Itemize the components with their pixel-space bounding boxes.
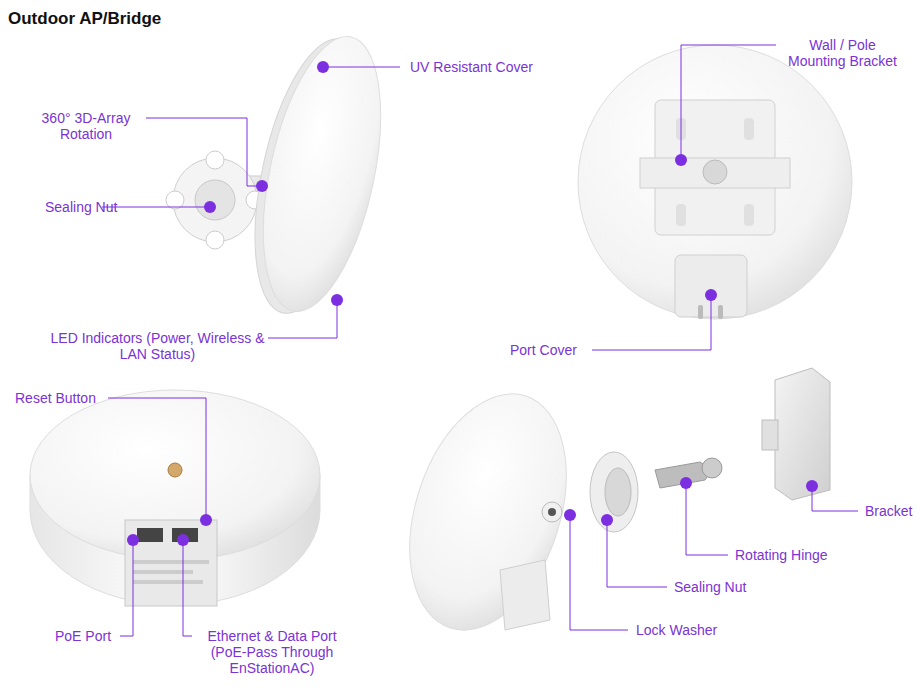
part-label: UV Resistant Cover: [410, 59, 533, 75]
part-label: PoE Port: [55, 628, 111, 644]
mount-exploded-view: [382, 368, 830, 650]
part-label: Rotating Hinge: [735, 547, 828, 563]
part-label: 360° 3D-Array Rotation: [30, 110, 142, 142]
part-label: Wall / Pole Mounting Bracket: [780, 37, 905, 69]
ap-back-view: [578, 45, 852, 319]
part-label: Sealing Nut: [674, 579, 746, 595]
part-label: Port Cover: [510, 342, 577, 358]
ap-side-view: [166, 26, 402, 323]
part-label: Lock Washer: [636, 622, 717, 638]
part-label: Bracket: [865, 503, 912, 519]
part-label: Ethernet & Data Port (PoE-Pass Through E…: [197, 628, 347, 676]
page-title: Outdoor AP/Bridge: [8, 9, 161, 29]
part-label: Sealing Nut: [45, 199, 117, 215]
ap-bottom-view: [30, 390, 320, 606]
part-label: LED Indicators (Power, Wireless & LAN St…: [50, 330, 265, 362]
callout-dots: [127, 61, 818, 546]
part-label: Reset Button: [15, 390, 96, 406]
